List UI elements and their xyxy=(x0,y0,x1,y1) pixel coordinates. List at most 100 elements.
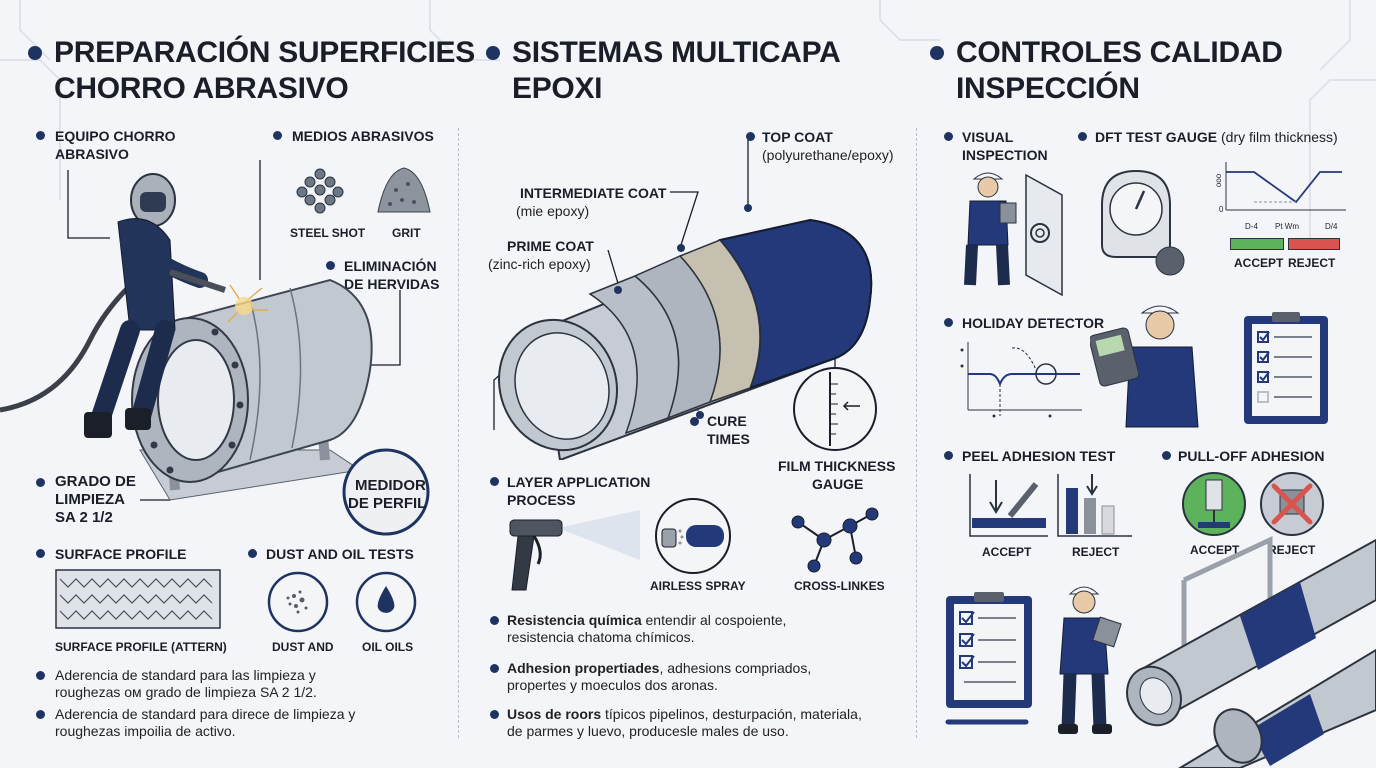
label-dust-oil-tests: DUST AND OIL TESTS xyxy=(266,546,414,562)
dust-test-icon xyxy=(267,571,329,633)
label-surface-profile: SURFACE PROFILE xyxy=(55,546,187,562)
col2-bullet3-bold: Usos de roors xyxy=(507,706,602,722)
label-cure-line1: CURE xyxy=(707,413,747,429)
dft-gauge-icon xyxy=(1101,169,1185,276)
inspection-report-clipboard-icon xyxy=(945,592,1032,725)
peel-accept-icon xyxy=(969,474,1048,537)
dft-tick-mid: Pt Wm xyxy=(1275,222,1299,231)
col3-title-line1: CONTROLES CALIDAD xyxy=(956,36,1283,69)
dft-tick-d4b: D/4 xyxy=(1325,222,1338,231)
label-equipo-line1: EQUIPO CHORRO xyxy=(55,128,176,144)
col2-bullet1-bold: Resistencia química xyxy=(507,612,642,628)
checklist-clipboard-icon xyxy=(1244,312,1328,424)
label-pull-off-adhesion: PULL-OFF ADHESION xyxy=(1178,448,1325,464)
airless-spray-icon xyxy=(655,498,731,574)
paragraph-bullet xyxy=(490,710,499,719)
paragraph-bullet xyxy=(36,710,45,719)
col2-title-line1: SISTEMAS MULTICAPA xyxy=(512,36,841,69)
label-bullet xyxy=(248,549,257,558)
label-reject-peel: REJECT xyxy=(1072,545,1120,559)
pull-off-reject-icon xyxy=(1260,472,1324,536)
dft-tick-d4a: D-4 xyxy=(1245,222,1258,231)
label-film-line1: FILM THICKNESS xyxy=(778,458,896,474)
col2-bullet3-rest: típicos pipelinos, desturpación, materia… xyxy=(601,706,862,722)
dft-axis-label: ooo xyxy=(1214,173,1224,188)
label-bullet xyxy=(326,261,335,270)
label-medios-abrasivos: MEDIOS ABRASIVOS xyxy=(292,128,434,144)
col2-bullet2-line2: propertes y moeculos dos aronas. xyxy=(507,677,718,693)
label-airless-spray: AIRLESS SPRAY xyxy=(650,579,746,593)
label-dust-and: DUST AND xyxy=(272,640,334,654)
label-bullet xyxy=(944,451,953,460)
spray-gun-icon xyxy=(509,510,640,591)
label-holiday-detector: HOLIDAY DETECTOR xyxy=(962,315,1105,331)
abrasive-blasting-illustration xyxy=(0,160,401,501)
visual-inspection-illustration xyxy=(964,172,1063,297)
label-visual-line1: VISUAL xyxy=(962,129,1014,145)
pipeline-illustration xyxy=(1126,536,1376,768)
holiday-detector-inspector xyxy=(1090,305,1199,428)
col3-title-line2: INSPECCIÓN xyxy=(956,72,1140,105)
label-grado-line2: LIMPIEZA xyxy=(55,491,125,508)
label-bullet xyxy=(690,417,699,426)
label-top-coat: TOP COAT xyxy=(762,129,833,145)
col2-bullet1-rest: entendir al cospoiente, xyxy=(641,612,787,628)
label-bullet xyxy=(944,318,953,327)
label-bullet xyxy=(490,477,499,486)
label-reject-dft: REJECT xyxy=(1288,256,1336,270)
col1-bullet2-line1: Aderencia de standard para direce de lim… xyxy=(55,706,356,722)
col2-title-line2: EPOXI xyxy=(512,72,603,105)
label-bullet xyxy=(36,478,45,487)
profile-gauge-badge xyxy=(342,448,430,536)
paragraph-bullet xyxy=(490,616,499,625)
label-top-coat-sub: (polyurethane/epoxy) xyxy=(762,147,894,163)
label-accept-peel: ACCEPT xyxy=(982,545,1032,559)
col2-bullet3-line1: Usos de roors típicos pipelinos, desturp… xyxy=(507,706,862,723)
label-bullet xyxy=(36,549,45,558)
label-prime-sub: (zinc-rich epoxy) xyxy=(488,256,591,272)
col2-bullet1-line2: resistencia chatoma chímicos. xyxy=(507,629,695,645)
holiday-detector-chart xyxy=(960,342,1082,418)
label-visual-line2: INSPECTION xyxy=(962,147,1048,163)
col1-bullet1-line1: Aderencia de standard para las limpieza … xyxy=(55,667,316,683)
film-thickness-gauge-icon xyxy=(793,367,877,451)
column-divider-1 xyxy=(458,128,459,738)
col1-bullet1-line2: roughezas ом grado de limpieza SA 2 1/2. xyxy=(55,684,317,700)
label-film-line2: GAUGE xyxy=(812,476,864,492)
label-bullet xyxy=(944,132,953,141)
label-eliminacion-line1: ELIMINACIÓN xyxy=(344,258,437,274)
oil-drop-icon xyxy=(355,571,417,633)
paragraph-bullet xyxy=(36,671,45,680)
label-eliminacion-line2: DE HERVIDAS xyxy=(344,276,440,292)
heading-bullet xyxy=(28,46,42,60)
field-inspector-illustration xyxy=(1058,586,1122,734)
label-accept-dft: ACCEPT xyxy=(1234,256,1284,270)
label-cure-line2: TIMES xyxy=(707,431,750,447)
col1-title-line1: PREPARACIÓN SUPERFICIES xyxy=(54,36,475,69)
paragraph-bullet xyxy=(490,664,499,673)
accept-bar xyxy=(1230,238,1284,250)
label-dft-test-gauge: DFT TEST GAUGE (dry film thickness) xyxy=(1095,128,1338,146)
surface-profile-pattern xyxy=(55,569,221,629)
heading-bullet xyxy=(930,46,944,60)
label-bullet xyxy=(1162,451,1171,460)
reject-bar xyxy=(1288,238,1340,250)
label-accept-pulloff: ACCEPT xyxy=(1190,543,1240,557)
label-surface-profile-pattern: SURFACE PROFILE (ATTERN) xyxy=(55,640,227,654)
col1-bullet2-line2: roughezas impoilia de activo. xyxy=(55,723,236,739)
label-reject-pulloff: REJECT xyxy=(1268,543,1316,557)
grit-icon xyxy=(377,167,431,213)
dft-chart xyxy=(1225,162,1346,211)
label-steel-shot: STEEL SHOT xyxy=(290,226,366,240)
col2-bullet2-rest: , adhesions compriados, xyxy=(659,660,812,676)
dft-rest: (dry film thickness) xyxy=(1217,129,1338,145)
label-grado-line3: SA 2 1/2 xyxy=(55,509,113,526)
label-grado-line1: GRADO DE xyxy=(55,473,136,490)
label-oil-oils: OIL OILS xyxy=(362,640,414,654)
pull-off-accept-icon xyxy=(1182,472,1246,536)
col2-bullet2-bold: Adhesion propertiades xyxy=(507,660,660,676)
label-peel-adhesion: PEEL ADHESION TEST xyxy=(962,448,1116,464)
label-layer-line1: LAYER APPLICATION xyxy=(507,474,651,490)
label-medidor-line2: DE PERFIL xyxy=(348,495,427,512)
